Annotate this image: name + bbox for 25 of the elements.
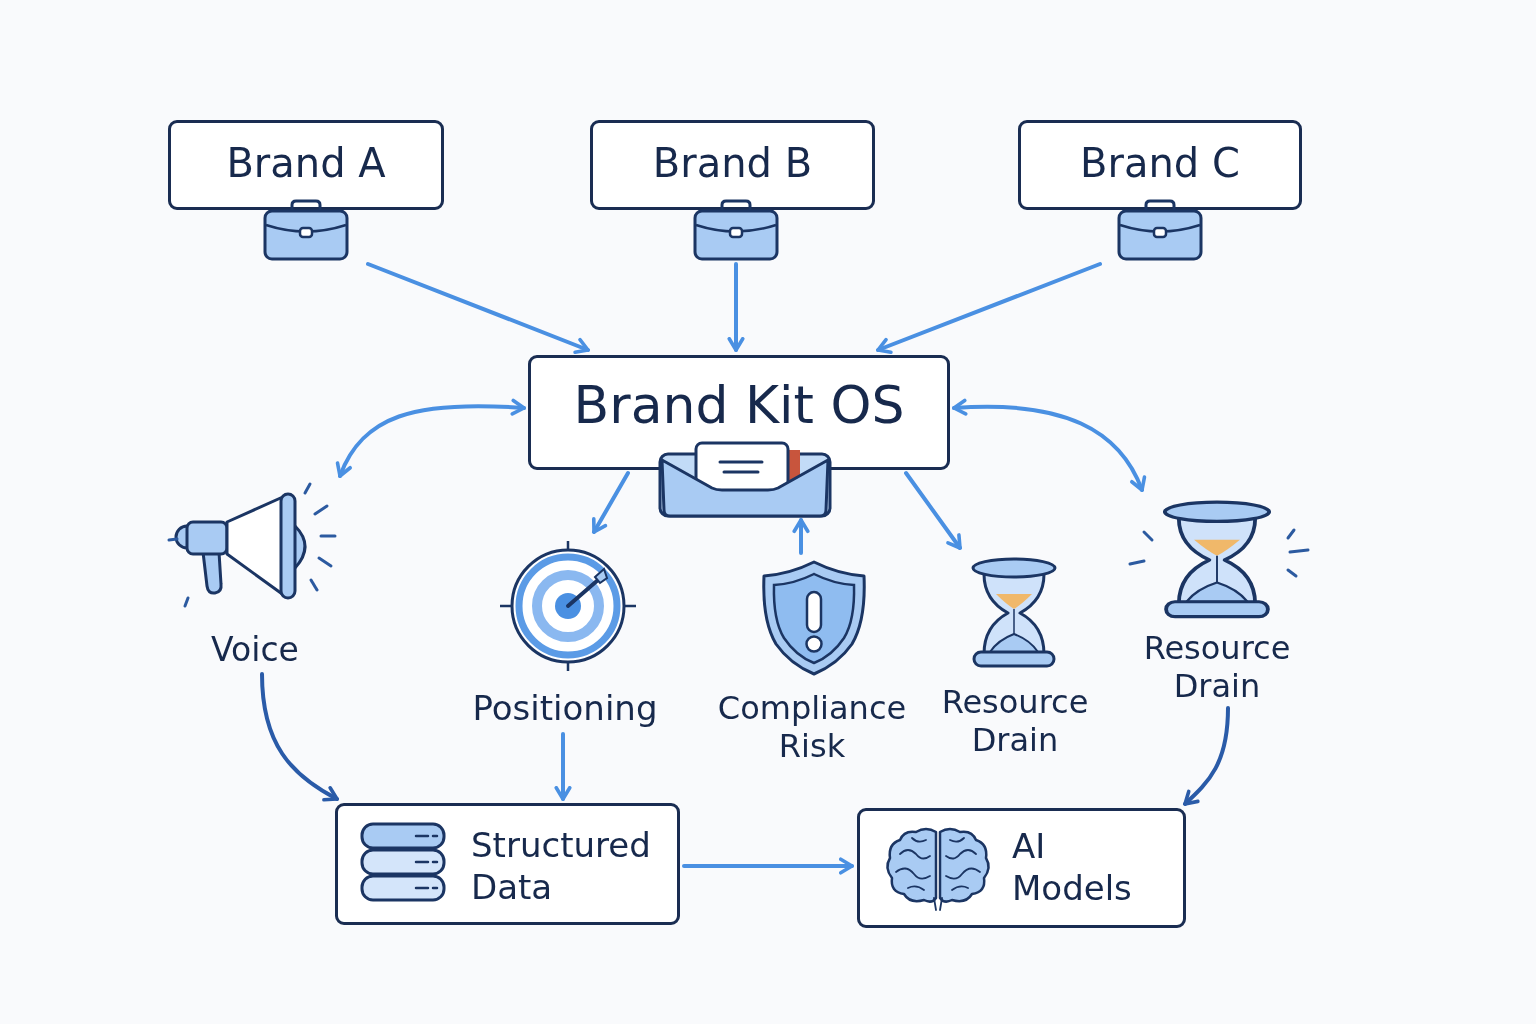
arrow — [366, 262, 590, 354]
node-label: Voice — [210, 630, 300, 670]
node-label: Brand C — [1079, 140, 1241, 186]
node-label: Brand A — [225, 140, 387, 186]
node-label: Resource Drain — [940, 683, 1090, 759]
arrow — [554, 732, 572, 801]
arrow — [876, 262, 1102, 355]
node-label: Structured Data — [471, 824, 652, 908]
arrow — [904, 471, 962, 550]
arrow — [682, 857, 854, 875]
arrow — [260, 672, 339, 802]
node-label: Brand B — [651, 140, 814, 186]
double-arrow — [952, 398, 1146, 492]
arrow — [792, 518, 810, 555]
node-label: AI Models — [1012, 825, 1133, 909]
arrow — [727, 262, 745, 352]
arrow — [591, 471, 630, 534]
double-arrow — [336, 398, 526, 478]
node-label: Compliance Risk — [716, 689, 908, 765]
node-label: Brand Kit OS — [572, 375, 906, 435]
arrow — [1183, 706, 1230, 806]
process-box — [335, 803, 680, 925]
node-label: Resource Drain — [1142, 629, 1292, 705]
node-label: Positioning — [471, 688, 659, 728]
process-box — [857, 808, 1186, 928]
